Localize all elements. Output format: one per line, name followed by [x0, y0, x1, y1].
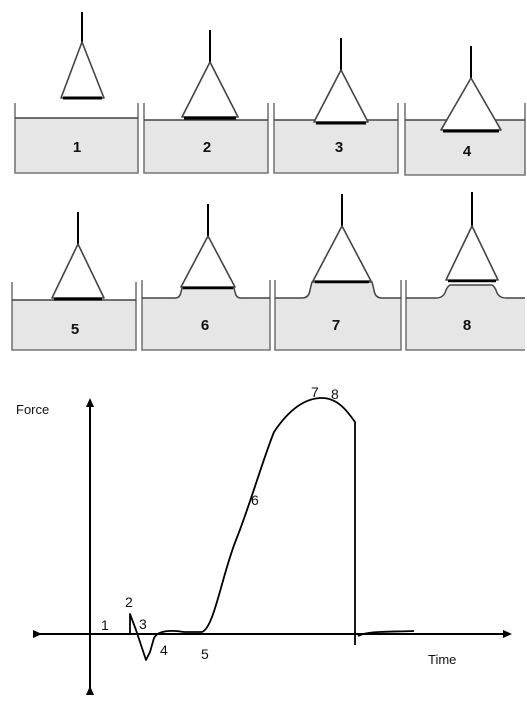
container-walls [404, 103, 526, 176]
liquid-container [142, 298, 270, 350]
panel-number: 6 [201, 317, 209, 334]
baseline-return [357, 630, 415, 637]
liquid-container [274, 120, 398, 173]
liquid-meniscus [406, 284, 525, 299]
panel-number: 7 [332, 317, 340, 334]
panel-number: 3 [335, 139, 343, 156]
container-walls [405, 280, 525, 351]
panel-5: 5 [11, 212, 137, 351]
panel-3: 3 [273, 38, 399, 174]
container-walls [143, 103, 269, 174]
container-walls [14, 103, 139, 174]
container-walls [11, 282, 137, 351]
liquid-container [406, 298, 525, 350]
probe-ring [60, 41, 105, 99]
liquid-meniscus [142, 287, 270, 299]
panel-1: 1 [14, 12, 139, 174]
liquid-meniscus [275, 281, 401, 299]
panel-number: 2 [203, 139, 211, 156]
y-axis-label: Force [16, 402, 49, 417]
liquid-container [12, 300, 136, 350]
probe-ring [313, 69, 369, 123]
panel-7: 7 [274, 194, 402, 351]
probe-ring [181, 61, 239, 118]
container-walls [274, 280, 402, 351]
panel-number: 4 [463, 143, 472, 160]
panel-4: 4 [404, 46, 526, 176]
probe-ring [312, 225, 372, 282]
point-label-1: 1 [101, 617, 109, 633]
probe-ring [180, 235, 236, 288]
container-walls [273, 103, 399, 174]
point-label-7: 7 [311, 384, 319, 400]
panel-6: 6 [141, 204, 271, 351]
panel-number: 8 [463, 317, 471, 334]
liquid-container [15, 118, 138, 173]
liquid-container [275, 298, 401, 350]
container-walls [141, 280, 271, 351]
point-label-6: 6 [251, 492, 259, 508]
panel-number: 1 [73, 139, 81, 156]
point-label-5: 5 [201, 646, 209, 662]
probe-ring [440, 77, 502, 131]
panel-2: 2 [143, 30, 269, 174]
point-label-8: 8 [331, 386, 339, 402]
force-curve [129, 397, 356, 661]
panel-number: 5 [71, 321, 79, 338]
force-time-graph: Force Time 1 2 3 4 5 6 7 8 [16, 384, 512, 695]
panel-8: 8 [405, 192, 525, 351]
x-axis-label: Time [428, 652, 456, 667]
point-label-4: 4 [160, 642, 168, 658]
liquid-container [144, 120, 268, 173]
point-label-2: 2 [125, 594, 133, 610]
probe-ring [445, 225, 499, 281]
probe-ring [51, 243, 105, 299]
point-label-3: 3 [139, 616, 147, 632]
